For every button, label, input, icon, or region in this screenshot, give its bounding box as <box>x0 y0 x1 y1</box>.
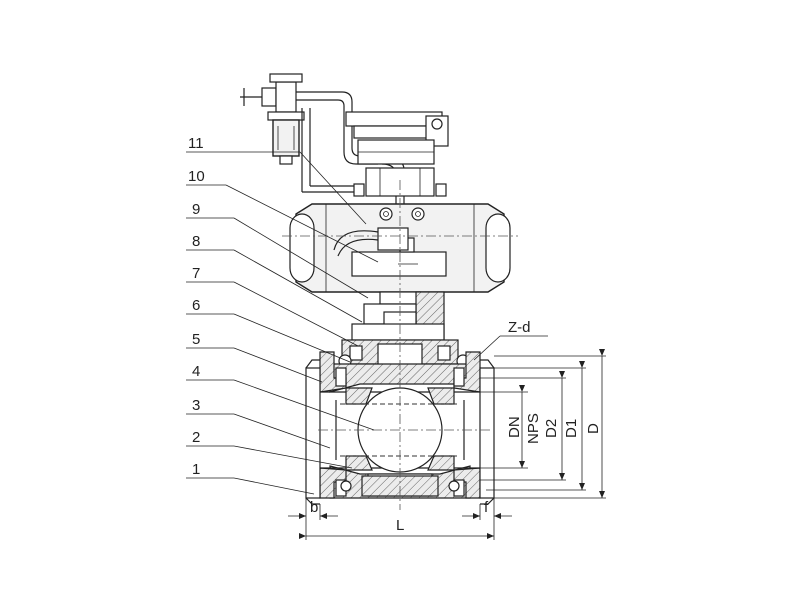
center-lines <box>282 180 518 510</box>
dim-label-f: f <box>484 499 489 516</box>
air-filter-regulator <box>240 73 305 165</box>
dim-label-b: b <box>310 499 318 516</box>
part-label-10: 10 <box>188 168 205 185</box>
dim-label-d1: D1 <box>563 419 580 438</box>
dimension-labels: Z-d DN NPS D2 D1 D b f L <box>310 319 602 534</box>
dimension-lines <box>288 335 606 540</box>
part-label-5: 5 <box>192 331 200 348</box>
part-label-9: 9 <box>192 201 200 218</box>
part-label-8: 8 <box>192 233 200 250</box>
dim-label-d2: D2 <box>543 419 560 438</box>
part-label-7: 7 <box>192 265 200 282</box>
part-label-2: 2 <box>192 429 200 446</box>
dim-label-nps: NPS <box>525 413 542 444</box>
part-label-11: 11 <box>188 135 204 152</box>
dim-label-l: L <box>396 517 404 534</box>
solenoid-valve-top <box>345 111 449 165</box>
dim-label-zd: Z-d <box>508 319 531 336</box>
part-number-labels: 11 10 9 8 7 6 5 4 3 2 1 <box>188 135 205 478</box>
dim-label-dn: DN <box>506 416 523 438</box>
leader-lines <box>186 151 379 495</box>
part-label-1: 1 <box>192 461 200 478</box>
part-label-4: 4 <box>192 363 200 380</box>
stem-adapter <box>351 291 445 341</box>
part-label-3: 3 <box>192 397 200 414</box>
dim-label-d: D <box>585 423 602 434</box>
part-label-6: 6 <box>192 297 200 314</box>
